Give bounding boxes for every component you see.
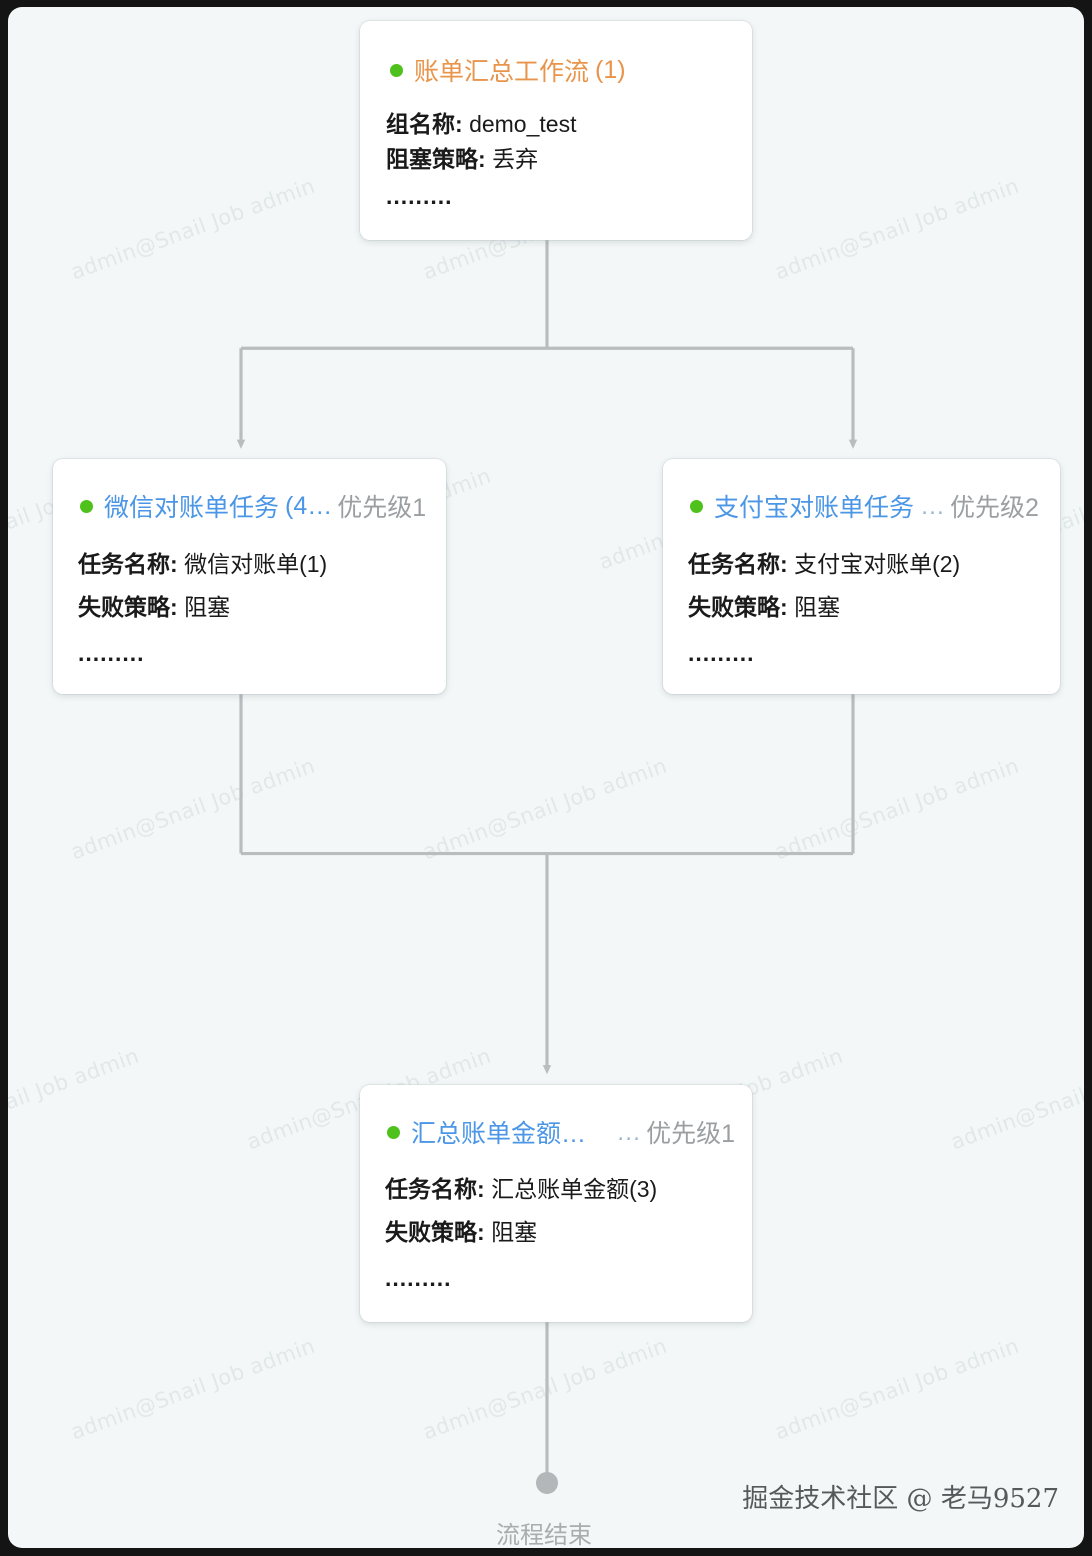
wechat-node-more-indicator: .........: [78, 640, 145, 666]
alipay-node-title-row: 支付宝对账单任务 … 优先级2: [690, 488, 1042, 524]
workflow-node-summary-task[interactable]: [360, 1085, 752, 1322]
root-node-row-block-strategy: 阻塞策略: 丢弃: [386, 148, 538, 171]
wechat-row-label-1: 任务名称:: [78, 551, 178, 577]
green-status-dot-icon: [80, 499, 93, 513]
alipay-row-value-1: 支付宝对账单(2): [794, 551, 961, 577]
wechat-row-value-2: 阻塞: [184, 594, 231, 620]
summary-node-title-suffix: …: [616, 1117, 642, 1146]
summary-node-more-indicator: .........: [385, 1265, 452, 1291]
root-node-title-row: 账单汇总工作流 (1): [390, 52, 740, 88]
wechat-row-label-2: 失败策略:: [78, 594, 178, 620]
summary-row-label-1: 任务名称:: [385, 1176, 485, 1202]
summary-node-title: 汇总账单金额任务: [411, 1120, 611, 1148]
alipay-row-value-2: 阻塞: [794, 594, 841, 620]
workflow-node-wechat-task[interactable]: [53, 459, 446, 694]
summary-node-title-row: 汇总账单金额任务 … 优先级1: [387, 1114, 735, 1150]
wechat-node-title-row: 微信对账单任务 (4… 优先级1: [80, 488, 428, 524]
wechat-node-row-task-name: 任务名称: 微信对账单(1): [78, 553, 327, 576]
alipay-node-row-fail-strategy: 失败策略: 阻塞: [688, 596, 840, 619]
alipay-node-title: 支付宝对账单任务: [714, 494, 915, 522]
summary-row-value-2: 阻塞: [491, 1219, 538, 1245]
wechat-node-priority: 优先级1: [337, 494, 427, 522]
green-status-dot-icon: [690, 499, 703, 513]
root-row-label-2: 阻塞策略:: [386, 146, 486, 172]
summary-node-row-fail-strategy: 失败策略: 阻塞: [385, 1221, 537, 1244]
summary-row-label-2: 失败策略:: [385, 1219, 485, 1245]
alipay-row-label-2: 失败策略:: [688, 594, 788, 620]
root-node-title-suffix: (1): [595, 55, 626, 84]
end-marker-label: 流程结束: [496, 1522, 592, 1548]
green-status-dot-icon: [387, 1125, 400, 1139]
alipay-node-priority: 优先级2: [950, 494, 1039, 522]
alipay-row-label-1: 任务名称:: [688, 551, 788, 577]
summary-row-value-1: 汇总账单金额(3): [491, 1176, 658, 1202]
root-row-value-1: demo_test: [469, 111, 577, 137]
end-dot-icon: [536, 1471, 558, 1494]
wechat-node-row-fail-strategy: 失败策略: 阻塞: [78, 596, 230, 619]
root-node-row-group-name: 组名称: demo_test: [386, 113, 576, 136]
root-node-more-indicator: .........: [386, 183, 453, 209]
root-row-label-1: 组名称:: [386, 111, 463, 137]
summary-node-row-task-name: 任务名称: 汇总账单金额(3): [385, 1178, 657, 1201]
wechat-node-title: 微信对账单任务: [104, 494, 280, 522]
green-status-dot-icon: [390, 63, 403, 77]
root-row-value-2: 丢弃: [492, 146, 539, 172]
connector-layer: [236, 232, 858, 1494]
alipay-node-more-indicator: .........: [688, 640, 755, 666]
root-node-title: 账单汇总工作流: [414, 58, 590, 86]
wechat-row-value-1: 微信对账单(1): [184, 551, 328, 577]
alipay-node-title-suffix: …: [920, 491, 946, 520]
alipay-node-row-task-name: 任务名称: 支付宝对账单(2): [688, 553, 960, 576]
workflow-node-root[interactable]: [360, 21, 752, 240]
summary-node-priority: 优先级1: [646, 1120, 735, 1148]
end-marker-label-wrap: 流程结束: [8, 1515, 1084, 1548]
credit-watermark: 掘金技术社区 @ 老马9527: [742, 1484, 1059, 1514]
wechat-node-title-suffix: (4…: [285, 491, 333, 520]
workflow-node-alipay-task[interactable]: [663, 459, 1060, 694]
